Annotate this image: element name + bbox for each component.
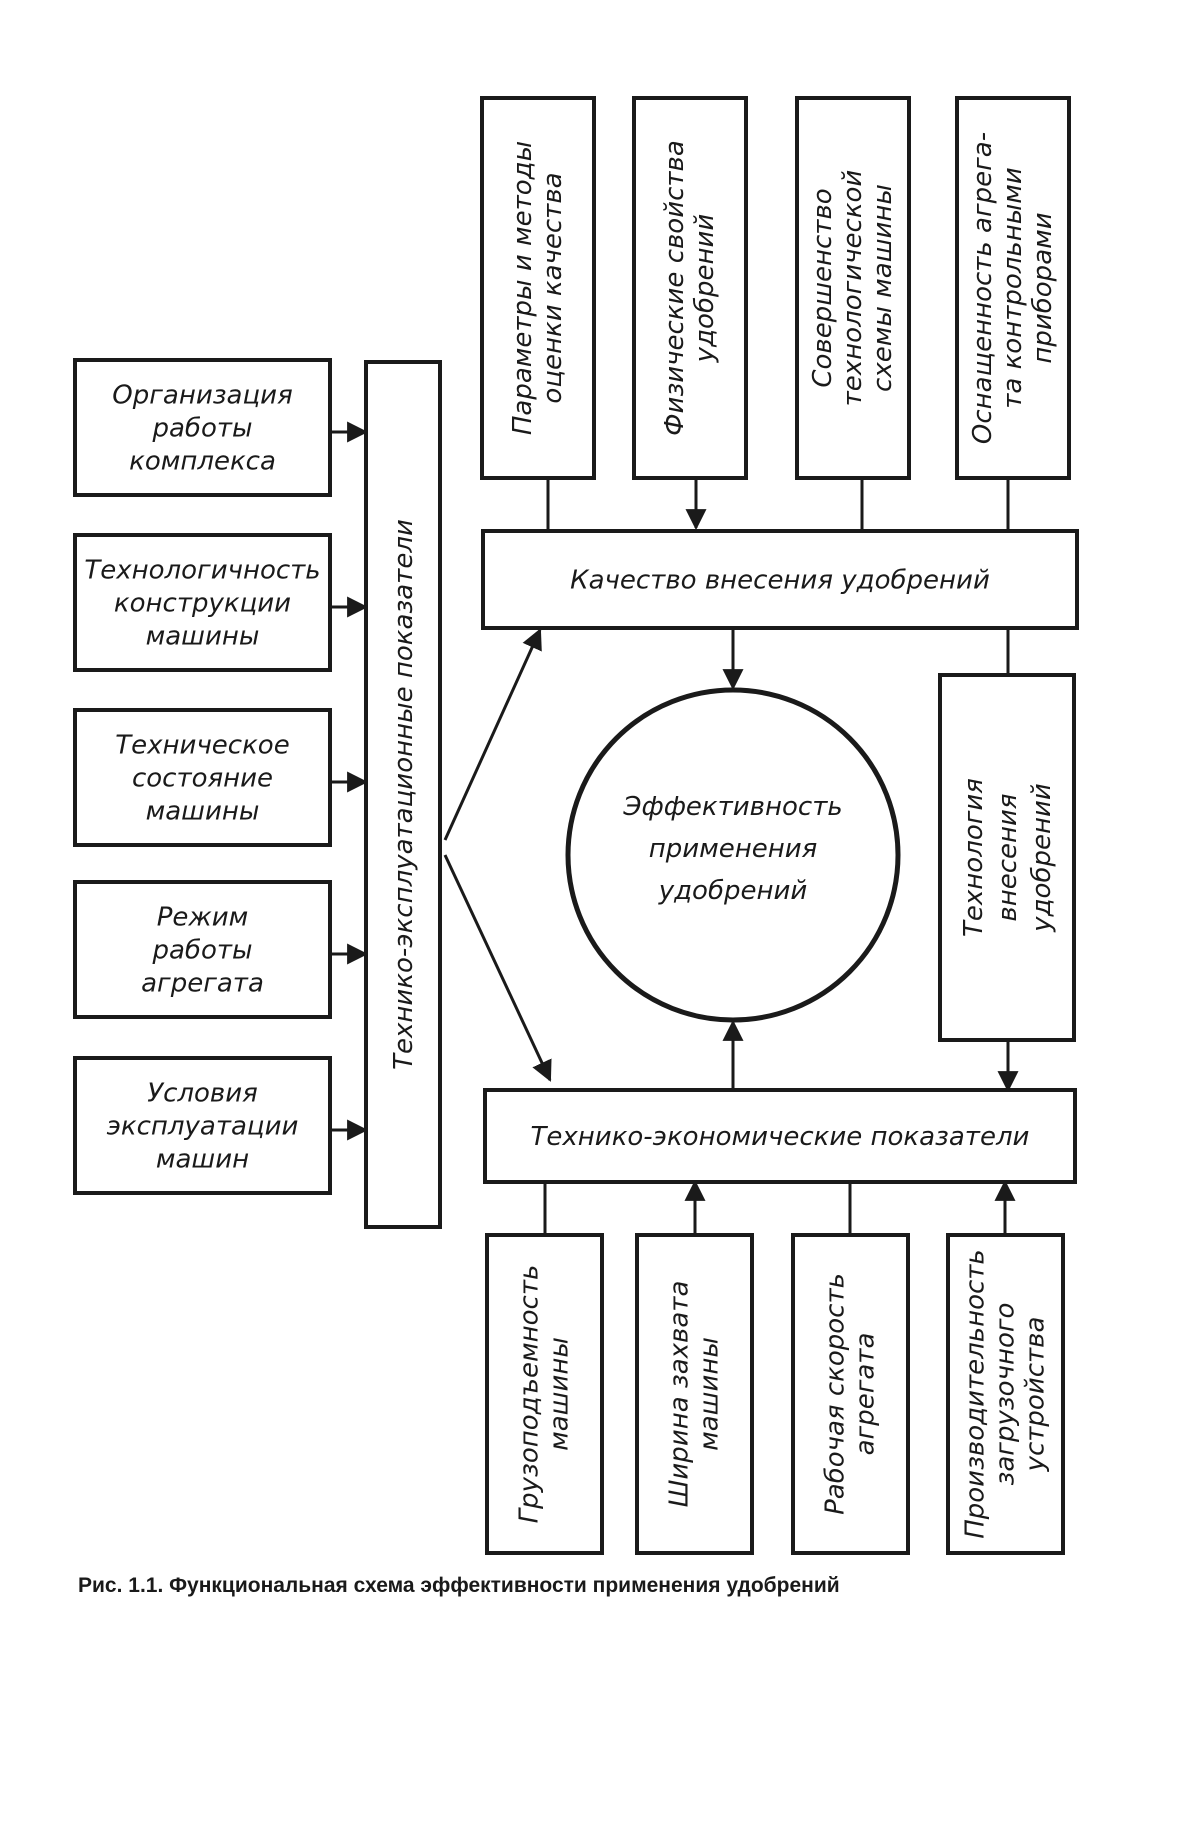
- left-factor-4-line: работы: [151, 935, 252, 965]
- technology-box-line: внесения: [993, 793, 1023, 921]
- bottom-factor-4-line: загрузочного: [991, 1303, 1021, 1486]
- top-factor-2-line: Физические свойства: [660, 140, 690, 436]
- top-factor-1-line: Параметры и методы: [508, 141, 538, 435]
- bottom-factor-1: Грузоподъемностьмашины: [487, 1235, 602, 1553]
- top-factor-4: Оснащенность агрега-та контрольнымиприбо…: [957, 98, 1069, 478]
- technology-box-line: Технология: [959, 778, 989, 937]
- left-factor-4-line: Режим: [157, 902, 249, 932]
- arrow-to-economic: [445, 855, 550, 1080]
- bottom-factor-2: Ширина захватамашины: [637, 1235, 752, 1553]
- left-factor-5: Условияэксплуатациимашин: [75, 1058, 330, 1193]
- bottom-factor-3: Рабочая скоростьагрегата: [793, 1235, 908, 1553]
- left-factor-5-line: эксплуатации: [107, 1111, 299, 1141]
- operational-indicators-box-label: Технико-эксплуатационные показатели: [389, 519, 419, 1070]
- bottom-factor-1-line: Грузоподъемность: [515, 1265, 545, 1524]
- quality-box-line: Качество внесения удобрений: [570, 566, 990, 596]
- technology-box-label: Технологиявнесенияудобрений: [959, 778, 1057, 937]
- top-factor-4-line: Оснащенность агрега-: [968, 132, 998, 444]
- operational-indicators-box: Технико-эксплуатационные показатели: [366, 362, 440, 1227]
- bottom-factor-4-line: Производительность: [961, 1249, 991, 1539]
- top-factor-3-label: Совершенствотехнологическойсхемы машины: [808, 170, 898, 407]
- left-factor-2: Технологичностьконструкциимашины: [75, 535, 330, 670]
- economic-box: Технико-экономические показатели: [485, 1090, 1075, 1182]
- efficiency-line: применения: [649, 834, 818, 864]
- quality-box: Качество внесения удобрений: [483, 531, 1077, 628]
- top-factor-3-line: технологической: [838, 170, 868, 407]
- operational-indicators-box-line: Технико-эксплуатационные показатели: [389, 519, 419, 1070]
- left-factor-1-line: работы: [151, 413, 252, 443]
- bottom-factor-1-line: машины: [545, 1337, 575, 1451]
- top-factor-2-line: удобрений: [690, 214, 720, 364]
- efficiency-line: удобрений: [658, 876, 808, 906]
- top-factor-2: Физические свойстваудобрений: [634, 98, 746, 478]
- technology-box-line: удобрений: [1027, 783, 1057, 933]
- left-factor-5-line: Условия: [147, 1078, 258, 1108]
- top-factor-3-line: Совершенство: [808, 188, 838, 387]
- bottom-factor-3-line: агрегата: [851, 1333, 881, 1456]
- left-factor-5-line: машин: [156, 1144, 249, 1174]
- left-factor-1-line: комплекса: [129, 446, 276, 476]
- diagram-blocks: ОрганизацияработыкомплексаТехнологичност…: [75, 98, 1077, 1553]
- bottom-factor-3-line: Рабочая скорость: [821, 1273, 851, 1515]
- left-factor-1: Организацияработыкомплекса: [75, 360, 330, 495]
- left-factor-4: Режимработыагрегата: [75, 882, 330, 1017]
- left-factor-3-line: Техническое: [115, 730, 289, 760]
- bottom-factor-4-line: устройства: [1021, 1317, 1051, 1473]
- left-factor-1-line: Организация: [112, 380, 292, 410]
- efficiency-line: Эффективность: [622, 792, 842, 822]
- left-factor-2-line: машины: [146, 621, 260, 651]
- left-factor-2-line: Технологичность: [84, 555, 320, 585]
- economic-box-label: Технико-экономические показатели: [531, 1122, 1030, 1152]
- top-factor-3-line: схемы машины: [868, 184, 898, 392]
- top-factor-4-line: та контрольными: [998, 167, 1028, 409]
- technology-box: Технологиявнесенияудобрений: [940, 675, 1074, 1040]
- quality-box-label: Качество внесения удобрений: [570, 566, 990, 596]
- arrow-to-quality: [445, 630, 540, 840]
- top-factor-3: Совершенствотехнологическойсхемы машины: [797, 98, 909, 478]
- top-factor-4-line: приборами: [1028, 212, 1058, 363]
- efficiency-circle: Эффективность применения удобрений: [568, 690, 898, 1020]
- figure-caption: Рис. 1.1. Функциональная схема эффективн…: [78, 1574, 840, 1598]
- bottom-factor-2-line: машины: [695, 1337, 725, 1451]
- top-factor-1-line: оценки качества: [538, 172, 568, 403]
- bottom-factor-2-line: Ширина захвата: [665, 1281, 695, 1508]
- left-factor-3-line: состояние: [132, 763, 273, 793]
- left-factor-4-label: Режимработыагрегата: [141, 902, 264, 998]
- top-factor-1: Параметры и методыоценки качества: [482, 98, 594, 478]
- bottom-factor-4: Производительностьзагрузочногоустройства: [948, 1235, 1063, 1553]
- economic-box-line: Технико-экономические показатели: [531, 1122, 1030, 1152]
- left-factor-3-line: машины: [146, 796, 260, 826]
- left-factor-2-line: конструкции: [114, 588, 291, 618]
- top-factor-1-label: Параметры и методыоценки качества: [508, 141, 568, 435]
- left-factor-3: Техническоесостояниемашины: [75, 710, 330, 845]
- left-factor-4-line: агрегата: [141, 968, 264, 998]
